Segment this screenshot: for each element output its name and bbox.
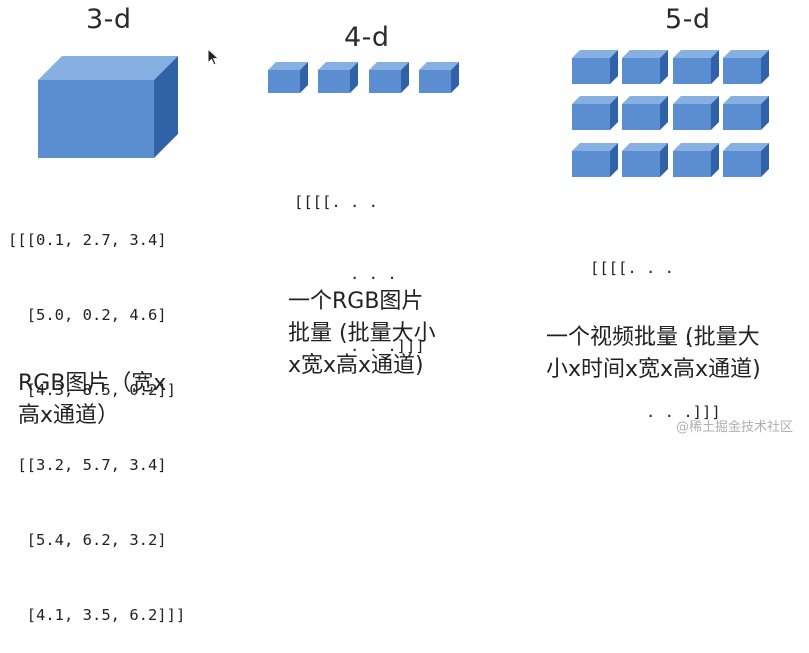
caption-line: 一个RGB图片 <box>288 289 424 314</box>
cube-drawing-layer <box>38 50 769 177</box>
cube-front-face <box>673 151 711 177</box>
cube-side-face <box>761 96 769 130</box>
array-line: . . . <box>590 331 693 349</box>
watermark: @稀土掘金技术社区 <box>676 420 794 435</box>
cube-side-face <box>154 56 178 158</box>
cube-top-face <box>622 143 668 151</box>
cube-front-face <box>673 104 711 130</box>
cube-top-face <box>419 62 459 70</box>
panel-3d-title: 3-d <box>86 4 132 35</box>
cube-side-face <box>610 50 618 84</box>
cube-top-face <box>723 50 769 58</box>
cube-4d <box>268 62 308 93</box>
cube-front-face <box>419 70 451 93</box>
cube-front-face <box>622 104 660 130</box>
caption-line: 高x通道） <box>18 403 120 428</box>
cube-side-face <box>711 50 719 84</box>
cube-front-face <box>318 70 350 93</box>
cube-front-face <box>723 58 761 84</box>
cube-front-face <box>38 80 154 158</box>
array-line: [5.0, 0.2, 4.6] <box>8 306 167 324</box>
cube-3d <box>38 56 178 158</box>
cube-5d <box>673 96 719 130</box>
cube-side-face <box>761 143 769 177</box>
cube-5d <box>673 50 719 84</box>
cube-4d <box>419 62 459 93</box>
cube-top-face <box>673 96 719 104</box>
cube-5d <box>572 50 618 84</box>
cube-top-face <box>268 62 308 70</box>
panel-5d-title: 5-d <box>665 4 711 35</box>
cube-side-face <box>610 143 618 177</box>
cube-top-face <box>622 50 668 58</box>
array-line: . . . <box>294 265 397 283</box>
array-line: [[[0.1, 2.7, 3.4] <box>8 231 167 249</box>
cube-top-face <box>622 96 668 104</box>
cube-side-face <box>610 96 618 130</box>
cube-front-face <box>723 151 761 177</box>
cube-4d <box>318 62 358 93</box>
cube-top-face <box>572 96 618 104</box>
panel-3d-caption: RGB图片（宽x 高x通道） <box>18 368 166 432</box>
cube-side-face <box>660 50 668 84</box>
caption-line: x宽x高x通道) <box>288 353 424 378</box>
array-line: . . .]]] <box>590 403 721 421</box>
panel-5d-array: [[[[. . . . . . . . .]]] <box>590 208 721 448</box>
array-line: . . .]]] <box>294 337 425 355</box>
array-line: [5.4, 6.2, 3.2] <box>8 531 167 549</box>
cube-side-face <box>711 143 719 177</box>
cube-5d <box>723 50 769 84</box>
cube-side-face <box>300 62 308 93</box>
cube-5d <box>622 143 668 177</box>
caption-line: RGB图片（宽x <box>18 371 167 396</box>
cube-side-face <box>451 62 459 93</box>
cube-front-face <box>572 58 610 84</box>
cube-top-face <box>723 96 769 104</box>
cube-5d <box>673 143 719 177</box>
caption-line: 批量 (批量大小 <box>288 321 436 346</box>
cube-5d <box>572 143 618 177</box>
array-line: [[[[. . . <box>294 193 378 211</box>
cube-front-face <box>673 58 711 84</box>
cube-side-face <box>660 96 668 130</box>
cube-front-face <box>723 104 761 130</box>
caption-line: 一个视频批量 (批量大 <box>546 325 760 350</box>
panel-4d-title: 4-d <box>344 22 390 53</box>
cube-top-face <box>572 50 618 58</box>
cube-4d <box>369 62 409 93</box>
cube-front-face <box>572 104 610 130</box>
cube-side-face <box>660 143 668 177</box>
array-line: [4.1, 3.5, 6.2]]] <box>8 606 186 624</box>
mouse-cursor-icon <box>207 48 220 66</box>
cube-5d <box>572 96 618 130</box>
cube-top-face <box>723 143 769 151</box>
cube-side-face <box>761 50 769 84</box>
cube-side-face <box>350 62 358 93</box>
cube-front-face <box>622 151 660 177</box>
cube-top-face <box>673 143 719 151</box>
cube-side-face <box>711 96 719 130</box>
cube-top-face <box>38 56 178 80</box>
array-line: [[[[. . . <box>590 259 674 277</box>
cube-front-face <box>369 70 401 93</box>
cube-top-face <box>369 62 409 70</box>
cube-5d <box>723 143 769 177</box>
cube-5d <box>622 50 668 84</box>
cube-top-face <box>318 62 358 70</box>
cube-top-face <box>572 143 618 151</box>
array-line: [4.3, 8.5, 0.2]] <box>8 381 176 399</box>
cube-top-face <box>673 50 719 58</box>
panel-5d-caption: 一个视频批量 (批量大 小x时间x宽x高x通道) <box>546 322 761 386</box>
panel-4d-array: [[[[. . . . . . . . .]]] <box>294 142 425 382</box>
array-line: [[3.2, 5.7, 3.4] <box>8 456 167 474</box>
cube-front-face <box>572 151 610 177</box>
panel-4d-caption: 一个RGB图片 批量 (批量大小 x宽x高x通道) <box>288 286 436 382</box>
cube-front-face <box>268 70 300 93</box>
cube-5d <box>723 96 769 130</box>
cube-side-face <box>401 62 409 93</box>
caption-line: 小x时间x宽x高x通道) <box>546 357 761 382</box>
cube-5d <box>622 96 668 130</box>
cube-front-face <box>622 58 660 84</box>
